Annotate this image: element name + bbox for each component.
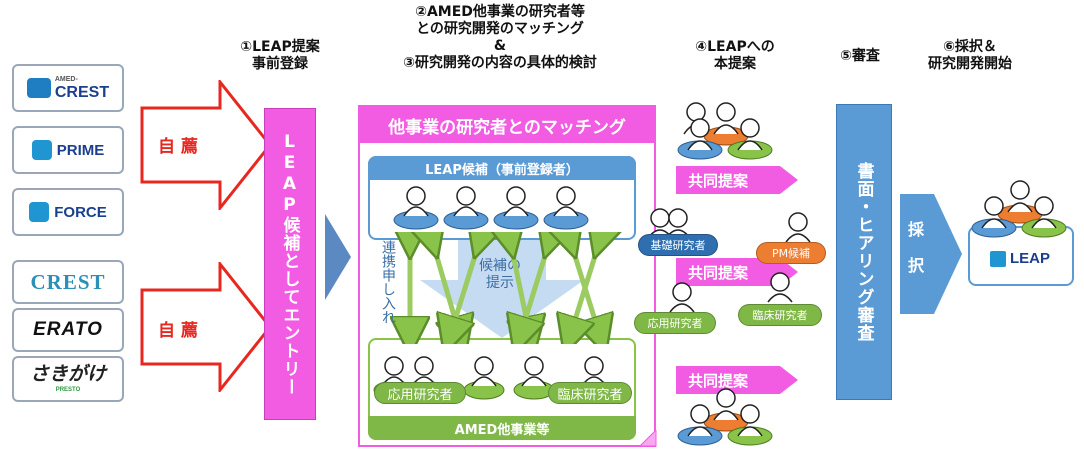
logo-prime: PRIME	[12, 126, 124, 174]
step1-header: ①LEAP提案 事前登録	[240, 39, 320, 72]
recommend-arrow-top	[140, 80, 272, 210]
matching-box-corner	[640, 430, 657, 447]
amed-group-footer: AMED他事業等	[368, 416, 636, 440]
adopt-label: 採 択	[907, 220, 924, 275]
joint-proposal-2-shape	[676, 258, 798, 286]
team-bottom-people	[677, 388, 773, 446]
leap-logo-label: LEAP	[1010, 250, 1051, 267]
entry-bar: LEAP候補としてエントリー	[264, 108, 316, 420]
request-arrows	[370, 232, 640, 344]
request-label: 連携申し入れ	[380, 240, 396, 324]
joint-proposal-1-label: 共同提案	[688, 171, 749, 190]
amed-small-label: AMED-	[54, 76, 78, 83]
prime-icon	[31, 140, 52, 160]
force-icon	[29, 202, 50, 222]
adopt-arrow	[900, 194, 962, 314]
logo-force: FORCE	[12, 188, 124, 236]
role-applied-badge: 応用研究者	[634, 312, 716, 334]
review-bar-label: 書面・ヒアリング審査	[853, 162, 874, 342]
joint-proposal-3: 共同提案	[676, 366, 798, 394]
erato-label: ERATO	[33, 319, 103, 340]
role-clinical-badge: 臨床研究者	[738, 304, 822, 326]
leap-candidates-header: LEAP候補（事前登録者）	[368, 156, 636, 180]
logo-erato: ERATO	[12, 308, 124, 352]
step2-header: ②AMED他事業の研究者等 との研究開発のマッチング & ③研究開発の内容の具体…	[403, 4, 597, 71]
role-basic-badge: 基礎研究者	[638, 234, 718, 256]
leap-logo-icon	[990, 250, 1006, 267]
researcher-applied-badge: 応用研究者	[374, 382, 466, 404]
leap-candidate-people	[393, 186, 589, 230]
joint-proposal-1-shape	[676, 166, 798, 194]
leap-team-people	[971, 180, 1067, 238]
recommend-arrow-bottom	[140, 262, 272, 392]
joint-proposal-1: 共同提案	[676, 166, 798, 194]
step5-header: ⑤審査	[840, 48, 880, 64]
presto-label: PRESTO	[55, 387, 81, 393]
team-top-people	[677, 102, 773, 160]
review-bar: 書面・ヒアリング審査	[836, 104, 892, 400]
entry-bar-label: LEAP候補としてエントリー	[279, 132, 300, 396]
amed-crest-label: CREST	[54, 84, 110, 101]
step4-header: ④LEAPへの 本提案	[695, 39, 775, 72]
flow-chevron-1	[325, 214, 351, 300]
recommend-label-top: 自 薦	[158, 137, 198, 157]
amed-group-label: AMED他事業等	[454, 422, 550, 438]
researcher-clinical-badge: 臨床研究者	[548, 382, 632, 404]
joint-proposal-2: 共同提案	[676, 258, 798, 286]
joint-proposal-3-label: 共同提案	[688, 371, 749, 390]
logo-amed-crest: AMED- CREST	[12, 64, 124, 112]
sakigake-label: さきがけ	[29, 364, 106, 385]
leap-logo: LEAP	[990, 250, 1050, 267]
step6-header: ⑥採択＆ 研究開発開始	[928, 39, 1012, 72]
logo-sakigake: さきがけ PRESTO	[12, 356, 124, 402]
role-pm-badge: PM候補	[756, 242, 826, 264]
matching-title: 他事業の研究者とのマッチング	[360, 107, 654, 143]
prime-label: PRIME	[56, 141, 105, 159]
recommend-label-bottom: 自 薦	[158, 321, 198, 341]
matching-title-label: 他事業の研究者とのマッチング	[388, 117, 626, 138]
force-label: FORCE	[54, 203, 107, 221]
logo-crest: CREST	[12, 260, 124, 304]
amed-crest-icon	[26, 78, 51, 98]
joint-proposal-3-shape	[676, 366, 798, 394]
leap-candidates-label: LEAP候補（事前登録者）	[425, 162, 579, 178]
joint-proposal-2-label: 共同提案	[688, 263, 749, 282]
crest-label: CREST	[30, 269, 106, 294]
